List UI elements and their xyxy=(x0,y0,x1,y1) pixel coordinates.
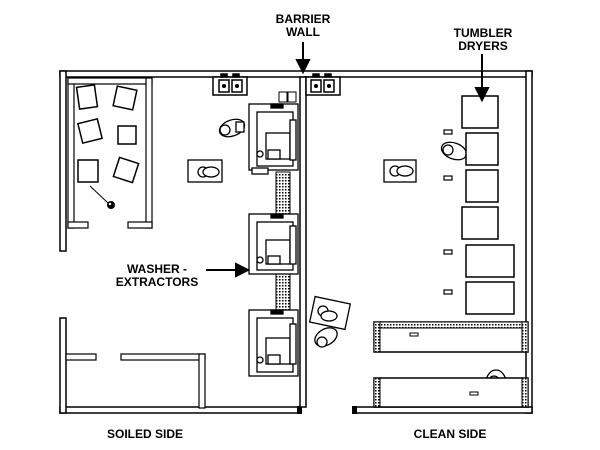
washer-extractors-label: WASHER - EXTRACTORS xyxy=(110,263,204,289)
soiled-partitions xyxy=(65,353,206,409)
barrier-wall-arrow xyxy=(295,42,311,75)
washer-extractors-arrow xyxy=(206,262,251,278)
person-top-view-icon xyxy=(187,159,223,183)
washer-extractors-label-line-1: WASHER - xyxy=(127,262,187,276)
washer-extractor-3 xyxy=(248,309,299,377)
washer-extractor-2 xyxy=(248,213,299,275)
folding-table-2 xyxy=(373,377,529,408)
laundry-carts xyxy=(75,84,140,184)
tumbler-dryers xyxy=(461,95,515,315)
tumbler-dryers-label-line-2: DRYERS xyxy=(458,39,508,53)
washer-extractor-1 xyxy=(248,103,299,175)
washer-extractors-label-line-2: EXTRACTORS xyxy=(115,275,199,289)
door-jambs xyxy=(297,406,357,414)
double-sink-icon xyxy=(305,73,341,96)
floor-drain-icon xyxy=(89,185,115,209)
person-top-view-icon xyxy=(314,327,338,348)
person-top-view-icon xyxy=(440,141,468,161)
person-top-view-icon xyxy=(308,295,352,331)
person-top-view-icon xyxy=(383,159,417,183)
person-top-view-icon xyxy=(218,118,246,138)
soiled-side-label: SOILED SIDE xyxy=(106,427,183,441)
barrier-wall-label-line-1: BARRIER xyxy=(275,12,331,26)
barrier-wall xyxy=(299,76,307,408)
tumbler-dryers-arrow xyxy=(474,54,490,103)
tumbler-dryers-label-line-1: TUMBLER xyxy=(453,26,513,40)
outer-walls xyxy=(59,70,533,414)
double-sink-icon xyxy=(212,73,248,96)
sorting-enclosure xyxy=(67,77,153,229)
wall-outlet-icon xyxy=(278,91,297,103)
folding-table-1 xyxy=(373,321,529,353)
barrier-wall-label: BARRIER WALL xyxy=(268,13,338,39)
dryer-door-handles xyxy=(443,129,453,295)
barrier-wall-label-line-2: WALL xyxy=(286,25,320,39)
clean-side-label: CLEAN SIDE xyxy=(413,427,487,441)
tumbler-dryers-label: TUMBLER DRYERS xyxy=(445,27,521,53)
